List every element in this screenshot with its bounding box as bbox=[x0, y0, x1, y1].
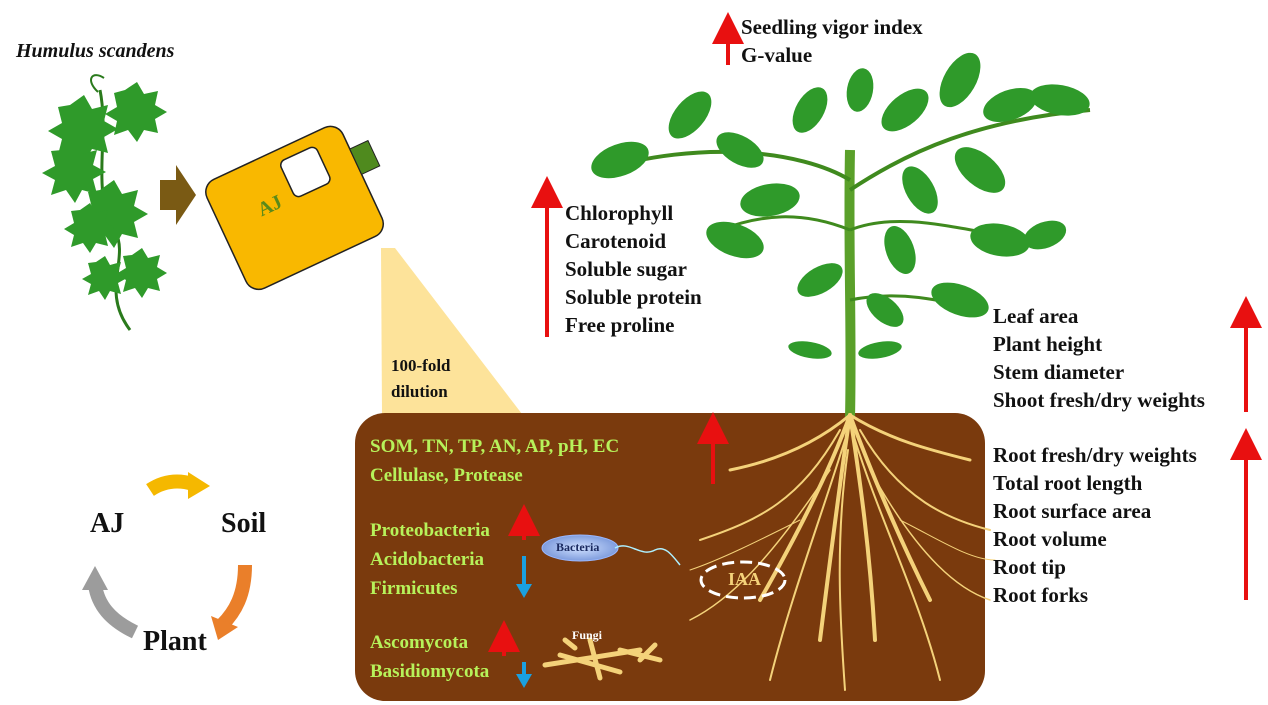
leaf-trait-item: Soluble protein bbox=[565, 285, 702, 309]
shoot-trait-item: Shoot fresh/dry weights bbox=[993, 388, 1205, 412]
cycle-arrow-plant-aj bbox=[88, 583, 139, 639]
cycle-plant: Plant bbox=[143, 626, 207, 657]
up-arrows bbox=[488, 12, 1262, 656]
root-trait-item: Total root length bbox=[993, 471, 1143, 495]
arrow-acidobacteria-down bbox=[522, 556, 526, 586]
leaf-trait-item: Free proline bbox=[565, 313, 675, 337]
shoot-traits: Leaf area Plant height Stem diameter Sho… bbox=[993, 302, 1205, 414]
arrow-to-jar bbox=[160, 165, 196, 225]
growth-indices: Seedling vigor index G-value bbox=[741, 13, 923, 69]
shoot-trait-item: Stem diameter bbox=[993, 360, 1125, 384]
root-trait-item: Root volume bbox=[993, 527, 1107, 551]
root-trait-item: Root tip bbox=[993, 555, 1066, 579]
bacteria-taxon-item: Proteobacteria bbox=[370, 520, 490, 541]
fungi-taxon-item: Basidiomycota bbox=[370, 661, 490, 682]
root-trait-item: Root surface area bbox=[993, 499, 1152, 523]
soil-property-item: Cellulase, Protease bbox=[370, 465, 523, 486]
root-trait-item: Root fresh/dry weights bbox=[993, 443, 1197, 467]
cycle-arrow-aj-soil bbox=[146, 474, 196, 497]
dilution-label: 100-fold dilution bbox=[391, 353, 451, 405]
down-arrows bbox=[516, 556, 532, 688]
root-trait-item: Root forks bbox=[993, 583, 1089, 607]
iaa-label: IAA bbox=[728, 569, 762, 589]
bacteria-taxa: Proteobacteria Acidobacteria Firmicutes bbox=[370, 516, 490, 603]
bacteria-taxon-item: Firmicutes bbox=[370, 578, 458, 599]
aj-jar bbox=[205, 125, 385, 291]
soil-property-item: SOM, TN, TP, AN, AP, pH, EC bbox=[370, 436, 620, 457]
dilution-line-2: dilution bbox=[391, 382, 448, 401]
tomato-plant-illustration bbox=[591, 52, 1091, 419]
root-traits: Root fresh/dry weights Total root length… bbox=[993, 441, 1197, 609]
soil-properties: SOM, TN, TP, AN, AP, pH, EC Cellulase, P… bbox=[370, 432, 619, 490]
iaa-ellipse bbox=[699, 560, 787, 600]
cycle-aj: AJ bbox=[90, 508, 125, 539]
cycle-soil: Soil bbox=[221, 508, 267, 539]
growth-index-item: Seedling vigor index bbox=[741, 15, 923, 39]
bacteria-cell bbox=[541, 534, 681, 566]
bacteria-label: Bacteria bbox=[556, 540, 600, 554]
shoot-trait-item: Leaf area bbox=[993, 304, 1079, 328]
arrow-basidiomycota-down bbox=[522, 662, 526, 676]
leaf-trait-item: Carotenoid bbox=[565, 229, 667, 253]
dilution-cone bbox=[381, 248, 522, 414]
roots bbox=[689, 413, 996, 691]
dilution-line-1: 100-fold bbox=[391, 356, 451, 375]
shoot-trait-item: Plant height bbox=[993, 332, 1103, 356]
growth-index-item: G-value bbox=[741, 43, 813, 67]
cycle-arrow-soil-plant bbox=[216, 564, 252, 630]
leaf-traits: Chlorophyll Carotenoid Soluble sugar Sol… bbox=[565, 199, 702, 339]
humulus-plant-illustration bbox=[42, 74, 167, 331]
bacteria-taxon-item: Acidobacteria bbox=[370, 549, 484, 570]
species-title: Humulus scandens bbox=[16, 40, 175, 62]
fungi-label: Fungi bbox=[572, 628, 603, 642]
fungi-hyphae bbox=[542, 637, 663, 681]
fungi-taxon-item: Ascomycota bbox=[370, 632, 469, 653]
fungi-taxa: Ascomycota Basidiomycota bbox=[370, 628, 489, 686]
cycle-arrows bbox=[82, 472, 252, 640]
leaf-trait-item: Chlorophyll bbox=[565, 201, 674, 225]
leaf-trait-item: Soluble sugar bbox=[565, 257, 687, 281]
